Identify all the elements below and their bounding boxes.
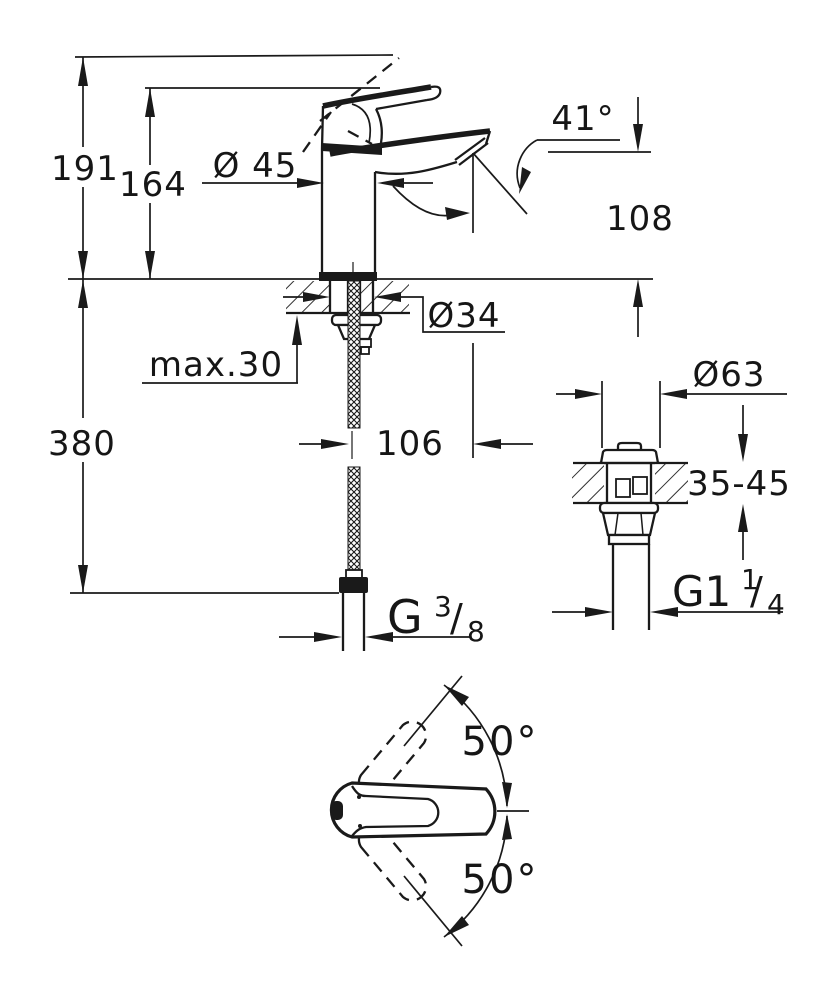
waste-thread-denominator: 4 xyxy=(767,588,785,621)
supply-thread-slash: / xyxy=(450,596,463,640)
dim-max-counter-thickness: max.30 xyxy=(149,345,283,385)
dimension-chain-left: 191 164 380 xyxy=(48,54,653,594)
supply-hose-braid-lower xyxy=(347,466,361,571)
dim-spout-top-height: 164 xyxy=(119,165,187,205)
supply-connector-tube xyxy=(341,593,366,651)
faucet-base-gasket xyxy=(319,272,377,281)
waste-thread-numerator: 1 xyxy=(741,563,759,596)
lever-swung-up-dashed xyxy=(357,720,428,798)
dim-waste-thread: G1 1 / 4 xyxy=(672,563,785,621)
dim-swing-down-angle: 50° xyxy=(462,857,539,903)
supply-thread-denominator: 8 xyxy=(467,615,485,648)
dim-outlet-height: 108 xyxy=(606,199,674,239)
lever-front-notch xyxy=(331,801,343,820)
dim-supply-thread: G 3 / 8 xyxy=(387,590,485,648)
lever-top-view: 50° 50° xyxy=(329,675,539,947)
waste-cap xyxy=(599,448,660,464)
faucet-side-view xyxy=(286,57,492,651)
supply-thread-prefix: G xyxy=(387,590,423,644)
dim-hose-length: 380 xyxy=(48,424,116,464)
hose-end-nut xyxy=(339,577,368,593)
waste-thread-slash: / xyxy=(750,569,763,613)
waste-nut xyxy=(601,511,657,537)
dim-body-diameter: Ø 45 xyxy=(213,146,298,186)
spout-top-edge xyxy=(329,128,491,157)
supply-thread-numerator: 3 xyxy=(434,590,452,623)
waste-thread-prefix: G1 xyxy=(672,567,731,616)
lever-motion-arc xyxy=(351,103,372,144)
waste-detail-view: Ø63 35-45 G1 1 / 4 xyxy=(552,355,791,630)
waste-tailpipe xyxy=(611,544,651,630)
dim-swing-up-angle: 50° xyxy=(462,719,539,765)
dim-counter-thickness-range: 35-45 xyxy=(687,464,791,504)
dim-flange-diameter: Ø63 xyxy=(692,355,765,395)
lever-raised-dashed-outline xyxy=(302,57,400,153)
dim-overall-height: 191 xyxy=(51,149,119,189)
waste-washer xyxy=(598,501,660,515)
lever-swung-down-dashed xyxy=(357,824,428,902)
side-view-dimensions: Ø 45 41° 108 max.30 Ø34 106 xyxy=(142,97,674,648)
dim-hole-diameter: Ø34 xyxy=(427,296,500,336)
supply-hose-braid-upper xyxy=(347,280,361,429)
dim-spout-projection: 106 xyxy=(376,424,444,464)
waste-push-knob xyxy=(616,441,643,450)
dim-outlet-angle: 41° xyxy=(551,99,614,139)
